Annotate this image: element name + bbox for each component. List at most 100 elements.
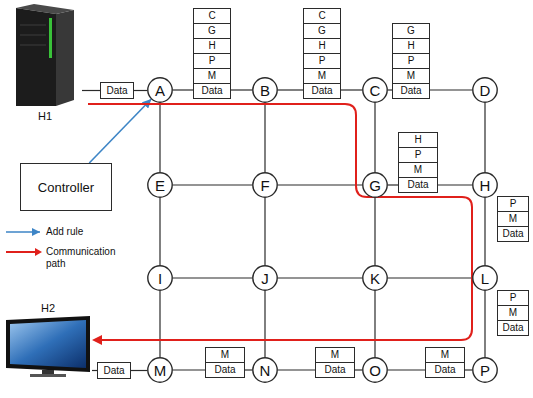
switch-label: I [158, 270, 162, 287]
switch-label: G [369, 177, 381, 194]
header-field: M [206, 348, 244, 362]
field-label: H [208, 40, 215, 51]
switch-label: E [155, 177, 165, 194]
packet-label: Data [106, 85, 127, 96]
link-line [245, 369, 253, 370]
header-field: M [316, 348, 354, 362]
switch-node: A [147, 77, 173, 103]
field-label: H [407, 40, 414, 51]
header-field: P [304, 53, 340, 68]
field-label: Data [502, 322, 523, 333]
switch-circle [473, 358, 497, 382]
switch-node: K [362, 265, 388, 291]
header-field: C [304, 9, 340, 23]
switch-label: A [155, 82, 165, 99]
switch-label: H [480, 177, 491, 194]
switch-label: P [480, 362, 490, 379]
switch-label: F [260, 177, 269, 194]
server-host: H1 [8, 4, 82, 130]
header-field: Data [399, 177, 437, 192]
switch-node: I [147, 265, 173, 291]
header-field: Data [498, 320, 528, 335]
header-field: Data [498, 226, 528, 241]
field-label: H [318, 40, 325, 51]
switch-circle [253, 173, 277, 197]
link-line [231, 89, 253, 90]
field-label: Data [502, 228, 523, 239]
switch-circle [473, 173, 497, 197]
link-line [438, 184, 473, 185]
link-line [278, 277, 363, 278]
field-label: M [441, 349, 449, 360]
switch-label: O [369, 362, 381, 379]
packet-header-stack: PM Data [497, 290, 529, 336]
link-line [278, 369, 316, 370]
field-label: Data [311, 85, 332, 96]
link-line [264, 198, 265, 266]
link-line [278, 184, 363, 185]
packet-header-stack: M Data [425, 347, 465, 378]
header-field: G [304, 23, 340, 38]
switch-node: C [362, 77, 388, 103]
host-label: H2 [41, 302, 55, 314]
switch-node: F [252, 172, 278, 198]
field-label: Data [434, 364, 455, 375]
header-field: P [194, 53, 230, 68]
link-line [388, 369, 426, 370]
switch-circle [363, 173, 387, 197]
switch-circle [363, 78, 387, 102]
switch-node: E [147, 172, 173, 198]
header-field: Data [194, 83, 230, 98]
field-label: Data [400, 85, 421, 96]
header-field: M [194, 68, 230, 83]
header-field: Data [393, 83, 429, 98]
header-field: M [498, 305, 528, 320]
packet-header-stack: PMData [497, 196, 529, 242]
controller-box: Controller [20, 163, 112, 211]
switch-label: J [261, 270, 269, 287]
link-line [341, 89, 363, 90]
field-label: M [509, 307, 517, 318]
header-field: H [304, 38, 340, 53]
switch-label: C [370, 82, 381, 99]
link-line [430, 89, 473, 90]
link-line [465, 369, 473, 370]
header-field: P [498, 197, 528, 211]
field-label: P [209, 55, 216, 66]
header-field: M [304, 68, 340, 83]
switch-node: P [472, 357, 498, 383]
field-label: M [208, 70, 216, 81]
switch-label: L [481, 270, 489, 287]
field-label: P [408, 55, 415, 66]
field-label: M [221, 349, 229, 360]
header-field: P [498, 291, 528, 305]
switch-node: O [362, 357, 388, 383]
link-line [374, 291, 375, 358]
field-label: G [407, 25, 415, 36]
switch-circle [363, 266, 387, 290]
packet-label: Data [103, 365, 124, 376]
link-line [484, 291, 485, 358]
header-field: H [399, 133, 437, 147]
switch-label: D [480, 82, 491, 99]
link-line [374, 198, 375, 266]
switch-node: D [472, 77, 498, 103]
switch-node: G [362, 172, 388, 198]
field-label: Data [214, 364, 235, 375]
switch-circle [363, 358, 387, 382]
legend-add-rule-swatch [6, 231, 40, 233]
communication-arrowhead [92, 335, 102, 345]
field-label: P [510, 292, 517, 303]
switch-circle [148, 358, 172, 382]
switch-node: H [472, 172, 498, 198]
field-label: M [407, 70, 415, 81]
field-label: C [318, 10, 325, 21]
packet-box: Data [97, 362, 131, 379]
header-field: Data [206, 362, 244, 377]
field-label: M [331, 349, 339, 360]
packet-header-stack: CGHPMData [193, 8, 231, 99]
switch-circle [253, 358, 277, 382]
link-line [131, 370, 148, 371]
